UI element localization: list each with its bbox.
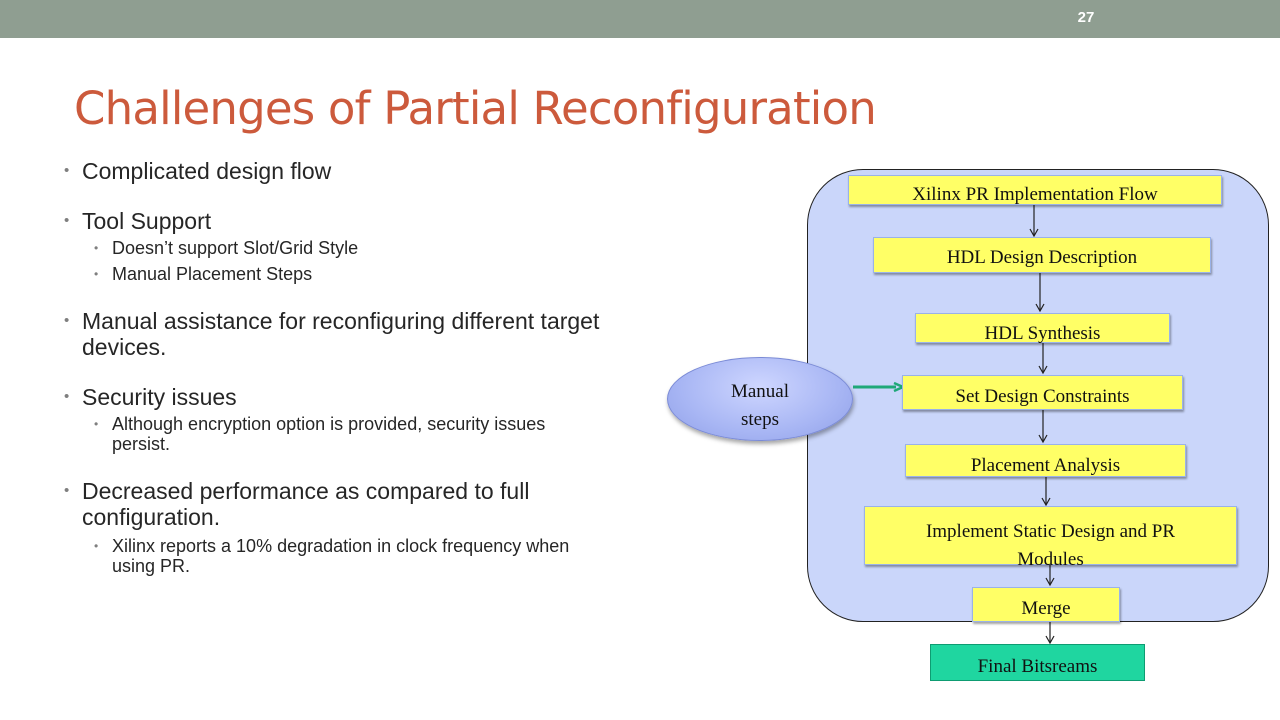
bullet-line: devices. [82,334,167,360]
bullet-design-flow: Complicated design flow [60,158,720,184]
bullet-list: Complicated design flow Tool Support Doe… [60,158,720,576]
step-hdl-synthesis: HDL Synthesis [915,313,1170,344]
step-placement-analysis: Placement Analysis [905,444,1186,477]
manual-line: steps [741,409,779,430]
bullet-line: using PR. [112,556,191,576]
bullet-line: configuration. [82,504,221,530]
top-bar: 27 [0,0,1280,38]
slide-title: Challenges of Partial Reconfiguration [74,82,877,135]
bullet-line: persist. [112,434,171,454]
bullet-tool-support: Tool Support [60,208,720,234]
sub-bullet-clock-degradation: Xilinx reports a 10% degradation in cloc… [60,536,720,576]
bullet-line: Although encryption option is provided, … [112,414,546,434]
bullet-line: Xilinx reports a 10% degradation in cloc… [112,536,570,556]
step-implement-static-design: Implement Static Design and PR Modules [864,506,1237,570]
manual-steps-ellipse: Manual steps [667,357,853,441]
step-hdl-design-description: HDL Design Description [873,237,1211,273]
sub-bullet-encryption: Although encryption option is provided, … [60,414,720,454]
step-line: Modules [1017,549,1084,570]
slide-number: 27 [1077,9,1095,26]
step-merge: Merge [972,587,1120,622]
step-line: Implement Static Design and PR [925,521,1176,542]
bullet-performance: Decreased performance as compared to ful… [60,478,720,530]
bullet-line: Manual assistance for reconfiguring diff… [82,308,600,334]
sub-bullet-manual-placement: Manual Placement Steps [60,264,720,284]
bullet-manual-assistance: Manual assistance for reconfiguring diff… [60,308,720,360]
sub-bullet-slot-grid: Doesn’t support Slot/Grid Style [60,238,720,258]
step-final-bitstreams: Final Bitsreams [930,644,1145,681]
bullet-line: Decreased performance as compared to ful… [82,478,530,504]
flow-header-box: Xilinx PR Implementation Flow [848,175,1222,205]
bullet-security: Security issues [60,384,720,410]
step-set-design-constraints: Set Design Constraints [902,375,1183,410]
manual-line: Manual [730,381,790,402]
